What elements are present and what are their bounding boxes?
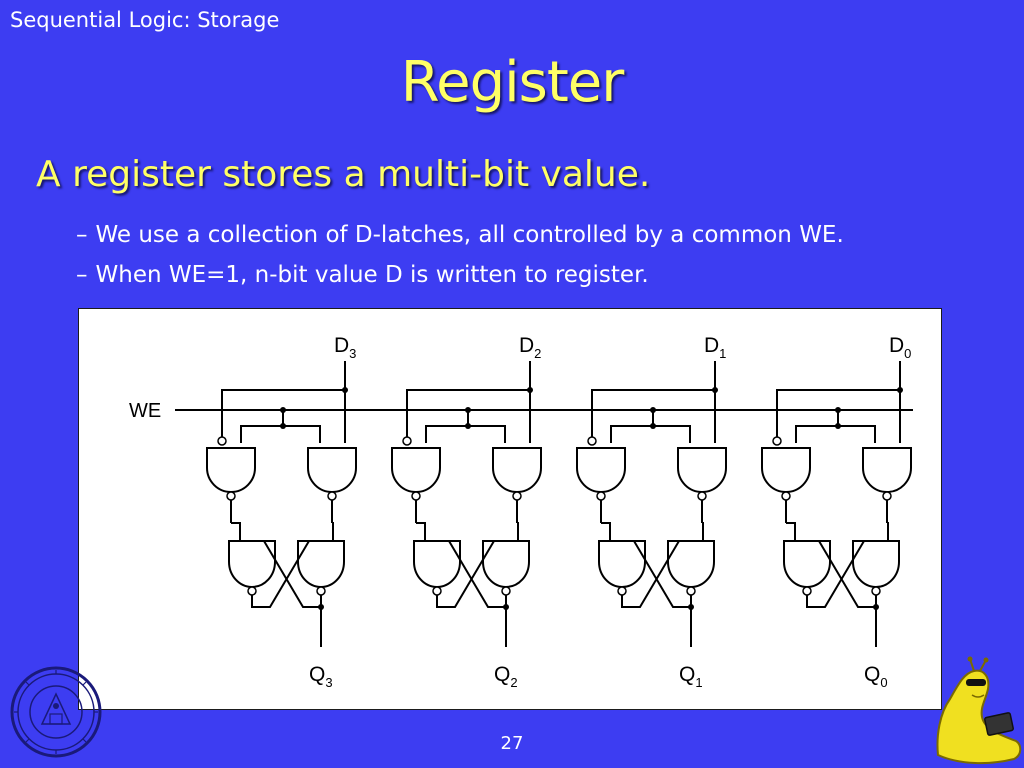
section-header: Sequential Logic: Storage [10,8,280,32]
wire [795,425,876,443]
inversion-bubble [402,436,412,446]
wire [436,540,495,608]
slide-title: Register [400,50,625,115]
sub-point-text: We use a collection of D-latches, all co… [95,222,844,248]
inversion-bubble [512,491,522,501]
wire [332,522,334,541]
wire [633,540,692,608]
nand-gate [761,447,811,493]
inversion-bubble [686,586,696,596]
wire [448,540,507,608]
output-index: 2 [510,675,517,690]
output-label: Q2 [494,663,518,690]
sub-point-text: When WE=1, n-bit value D is written to r… [95,262,649,288]
bullet-dash: – [76,262,88,288]
inversion-bubble [802,586,812,596]
wire [221,389,345,437]
inversion-bubble [697,491,707,501]
wire [601,522,611,541]
inversion-bubble [327,491,337,501]
nand-gate [307,447,357,493]
inversion-bubble [596,491,606,501]
output-index: 0 [880,675,887,690]
wire [818,540,877,608]
inversion-bubble [501,586,511,596]
wire [806,540,865,608]
wire [610,425,691,443]
input-label: D1 [704,334,726,361]
inversion-bubble [781,491,791,501]
inversion-bubble [247,586,257,596]
nand-gate [206,447,256,493]
inversion-bubble [432,586,442,596]
input-index: 1 [719,346,726,361]
wire [517,522,519,541]
wire [416,522,426,541]
output-label: Q3 [309,663,333,690]
output-label: Q0 [864,663,888,690]
input-label: D2 [519,334,541,361]
inversion-bubble [226,491,236,501]
wire [621,540,680,608]
inversion-bubble [316,586,326,596]
bullet-dash: – [76,222,88,248]
nand-gate [391,447,441,493]
wire [263,540,322,608]
nand-gate [677,447,727,493]
inversion-bubble [217,436,227,446]
inversion-bubble [882,491,892,501]
output-index: 1 [695,675,702,690]
input-label: D0 [889,334,911,361]
university-seal-icon [10,666,102,758]
inversion-bubble [772,436,782,446]
nand-gate [576,447,626,493]
inversion-bubble [411,491,421,501]
output-label: Q1 [679,663,703,690]
input-label: D3 [334,334,356,361]
main-point: A register stores a multi-bit value. [36,154,651,195]
wire [776,389,900,437]
input-index: 3 [349,346,356,361]
we-label: WE [129,400,161,422]
sub-point-1: –We use a collection of D-latches, all c… [76,222,844,248]
input-index: 0 [904,346,911,361]
wire [702,522,704,541]
wire [406,389,530,437]
page-number: 27 [500,733,524,754]
nand-gate [492,447,542,493]
input-index: 2 [534,346,541,361]
inversion-bubble [871,586,881,596]
inversion-bubble [587,436,597,446]
sub-point-2: –When WE=1, n-bit value D is written to … [76,262,649,288]
nand-gate [862,447,912,493]
inversion-bubble [617,586,627,596]
wire [240,425,321,443]
output-index: 3 [325,675,332,690]
wire [887,522,889,541]
wire [591,389,715,437]
wire [786,522,796,541]
slug-mascot-icon [936,656,1022,765]
wire [231,522,241,541]
wire [425,425,506,443]
wire [251,540,310,608]
